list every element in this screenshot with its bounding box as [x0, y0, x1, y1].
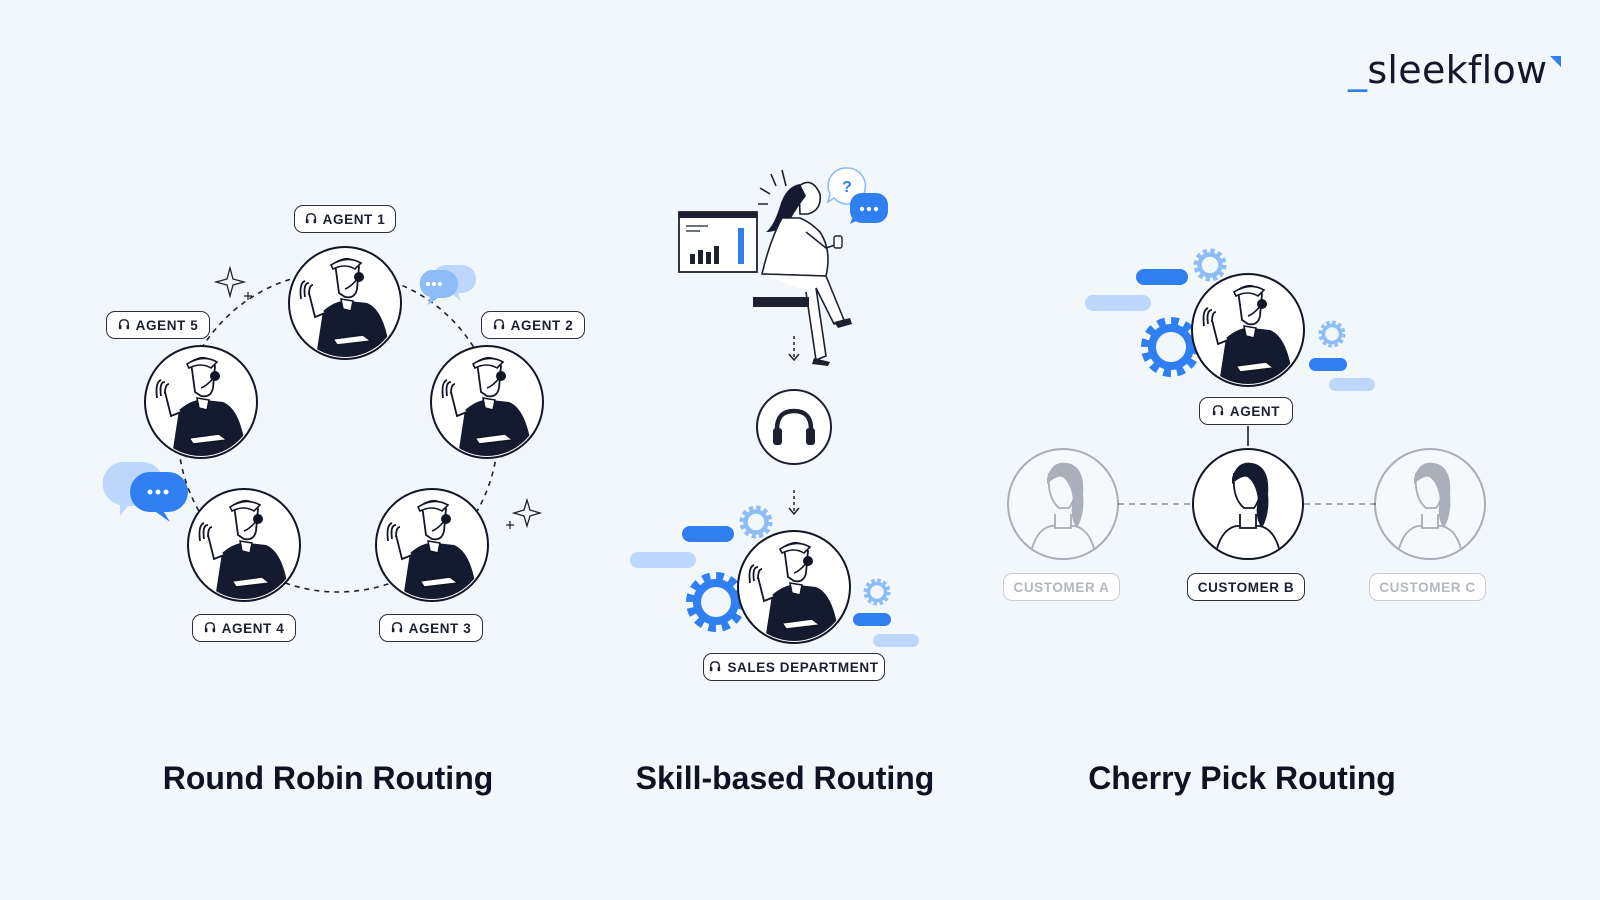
cherry-agent-label: AGENT: [1199, 397, 1293, 425]
agent-1-text: AGENT 1: [322, 211, 386, 227]
question-mark: ?: [842, 179, 852, 196]
logo-underscore: _: [1348, 48, 1368, 92]
headset-icon: [756, 389, 832, 465]
chat-bubbles-icon: [102, 462, 188, 522]
headphone-icon: [390, 622, 403, 633]
agent-1-label: AGENT 1: [294, 205, 396, 233]
headphone-icon: [304, 213, 317, 224]
customer-a-avatar: [1008, 449, 1118, 564]
cherry-pick-diagram: [1008, 252, 1485, 564]
skill-bar: [1309, 358, 1347, 371]
cherry-agent-text: AGENT: [1229, 403, 1281, 419]
agent-3-avatar: [376, 489, 488, 605]
agent-1-avatar: [289, 247, 401, 363]
typing-bubble-icon: [850, 193, 888, 224]
sales-department-text: SALES DEPARTMENT: [727, 659, 879, 675]
skill-bar: [1085, 295, 1151, 311]
logo-text: sleekflow: [1367, 48, 1548, 92]
customer-b-avatar: [1193, 449, 1303, 564]
round-robin-title: Round Robin Routing: [162, 760, 494, 796]
skill-bar: [682, 526, 734, 542]
agent-4-text: AGENT 4: [221, 620, 285, 636]
headphone-icon: [709, 661, 722, 672]
agent-5-avatar: [145, 346, 257, 462]
customer-b-label: CUSTOMER B: [1187, 573, 1305, 601]
skill-bar: [873, 634, 919, 647]
gear-icon: [866, 581, 888, 603]
customer-a-label: CUSTOMER A: [1003, 573, 1120, 601]
sparkle-icon: [506, 521, 514, 529]
sparkle-icon: [213, 265, 247, 299]
skill-based-diagram: ?: [630, 167, 919, 647]
customer-c-avatar: [1375, 449, 1485, 564]
gear-icon: [1197, 252, 1223, 278]
agent-3-text: AGENT 3: [408, 620, 472, 636]
gear-icon: [1147, 323, 1195, 371]
sales-agent-avatar: [738, 531, 850, 647]
agent-2-label: AGENT 2: [481, 311, 585, 339]
customer-a-text: CUSTOMER A: [1013, 579, 1110, 595]
customer-c-label: CUSTOMER C: [1369, 573, 1486, 601]
skill-based-title: Skill-based Routing: [635, 760, 935, 796]
cherry-pick-agent-avatar: [1192, 274, 1304, 390]
sleekflow-logo: _sleekflow: [1348, 48, 1562, 92]
headphone-icon: [1212, 405, 1224, 416]
skill-bar: [1329, 378, 1375, 391]
sales-department-label: SALES DEPARTMENT: [703, 653, 885, 681]
skill-bar: [630, 552, 696, 568]
chat-bubbles-icon: [419, 265, 476, 305]
cherry-pick-title: Cherry Pick Routing: [1088, 760, 1396, 796]
headphone-icon: [203, 622, 216, 633]
agent-3-label: AGENT 3: [379, 614, 483, 642]
skill-bar: [1136, 269, 1188, 285]
gear-icon: [692, 578, 740, 626]
agent-2-text: AGENT 2: [510, 317, 574, 333]
gear-icon: [743, 509, 769, 535]
stressed-customer-illustration: [753, 169, 852, 366]
customer-c-text: CUSTOMER C: [1379, 579, 1476, 595]
analytics-monitor-icon: [678, 211, 758, 273]
agent-4-label: AGENT 4: [192, 614, 296, 642]
headphone-icon: [492, 319, 505, 330]
gear-icon: [1321, 323, 1343, 345]
sparkle-icon: [244, 292, 252, 300]
agent-5-text: AGENT 5: [135, 317, 199, 333]
logo-corner-icon: [1550, 56, 1562, 67]
skill-bar: [853, 613, 891, 626]
customer-b-text: CUSTOMER B: [1197, 579, 1295, 595]
headphone-icon: [117, 319, 130, 330]
sparkle-icon: [511, 497, 543, 529]
agent-2-avatar: [431, 346, 543, 462]
agent-4-avatar: [188, 489, 300, 605]
round-robin-diagram: [102, 247, 543, 605]
agent-5-label: AGENT 5: [106, 311, 210, 339]
